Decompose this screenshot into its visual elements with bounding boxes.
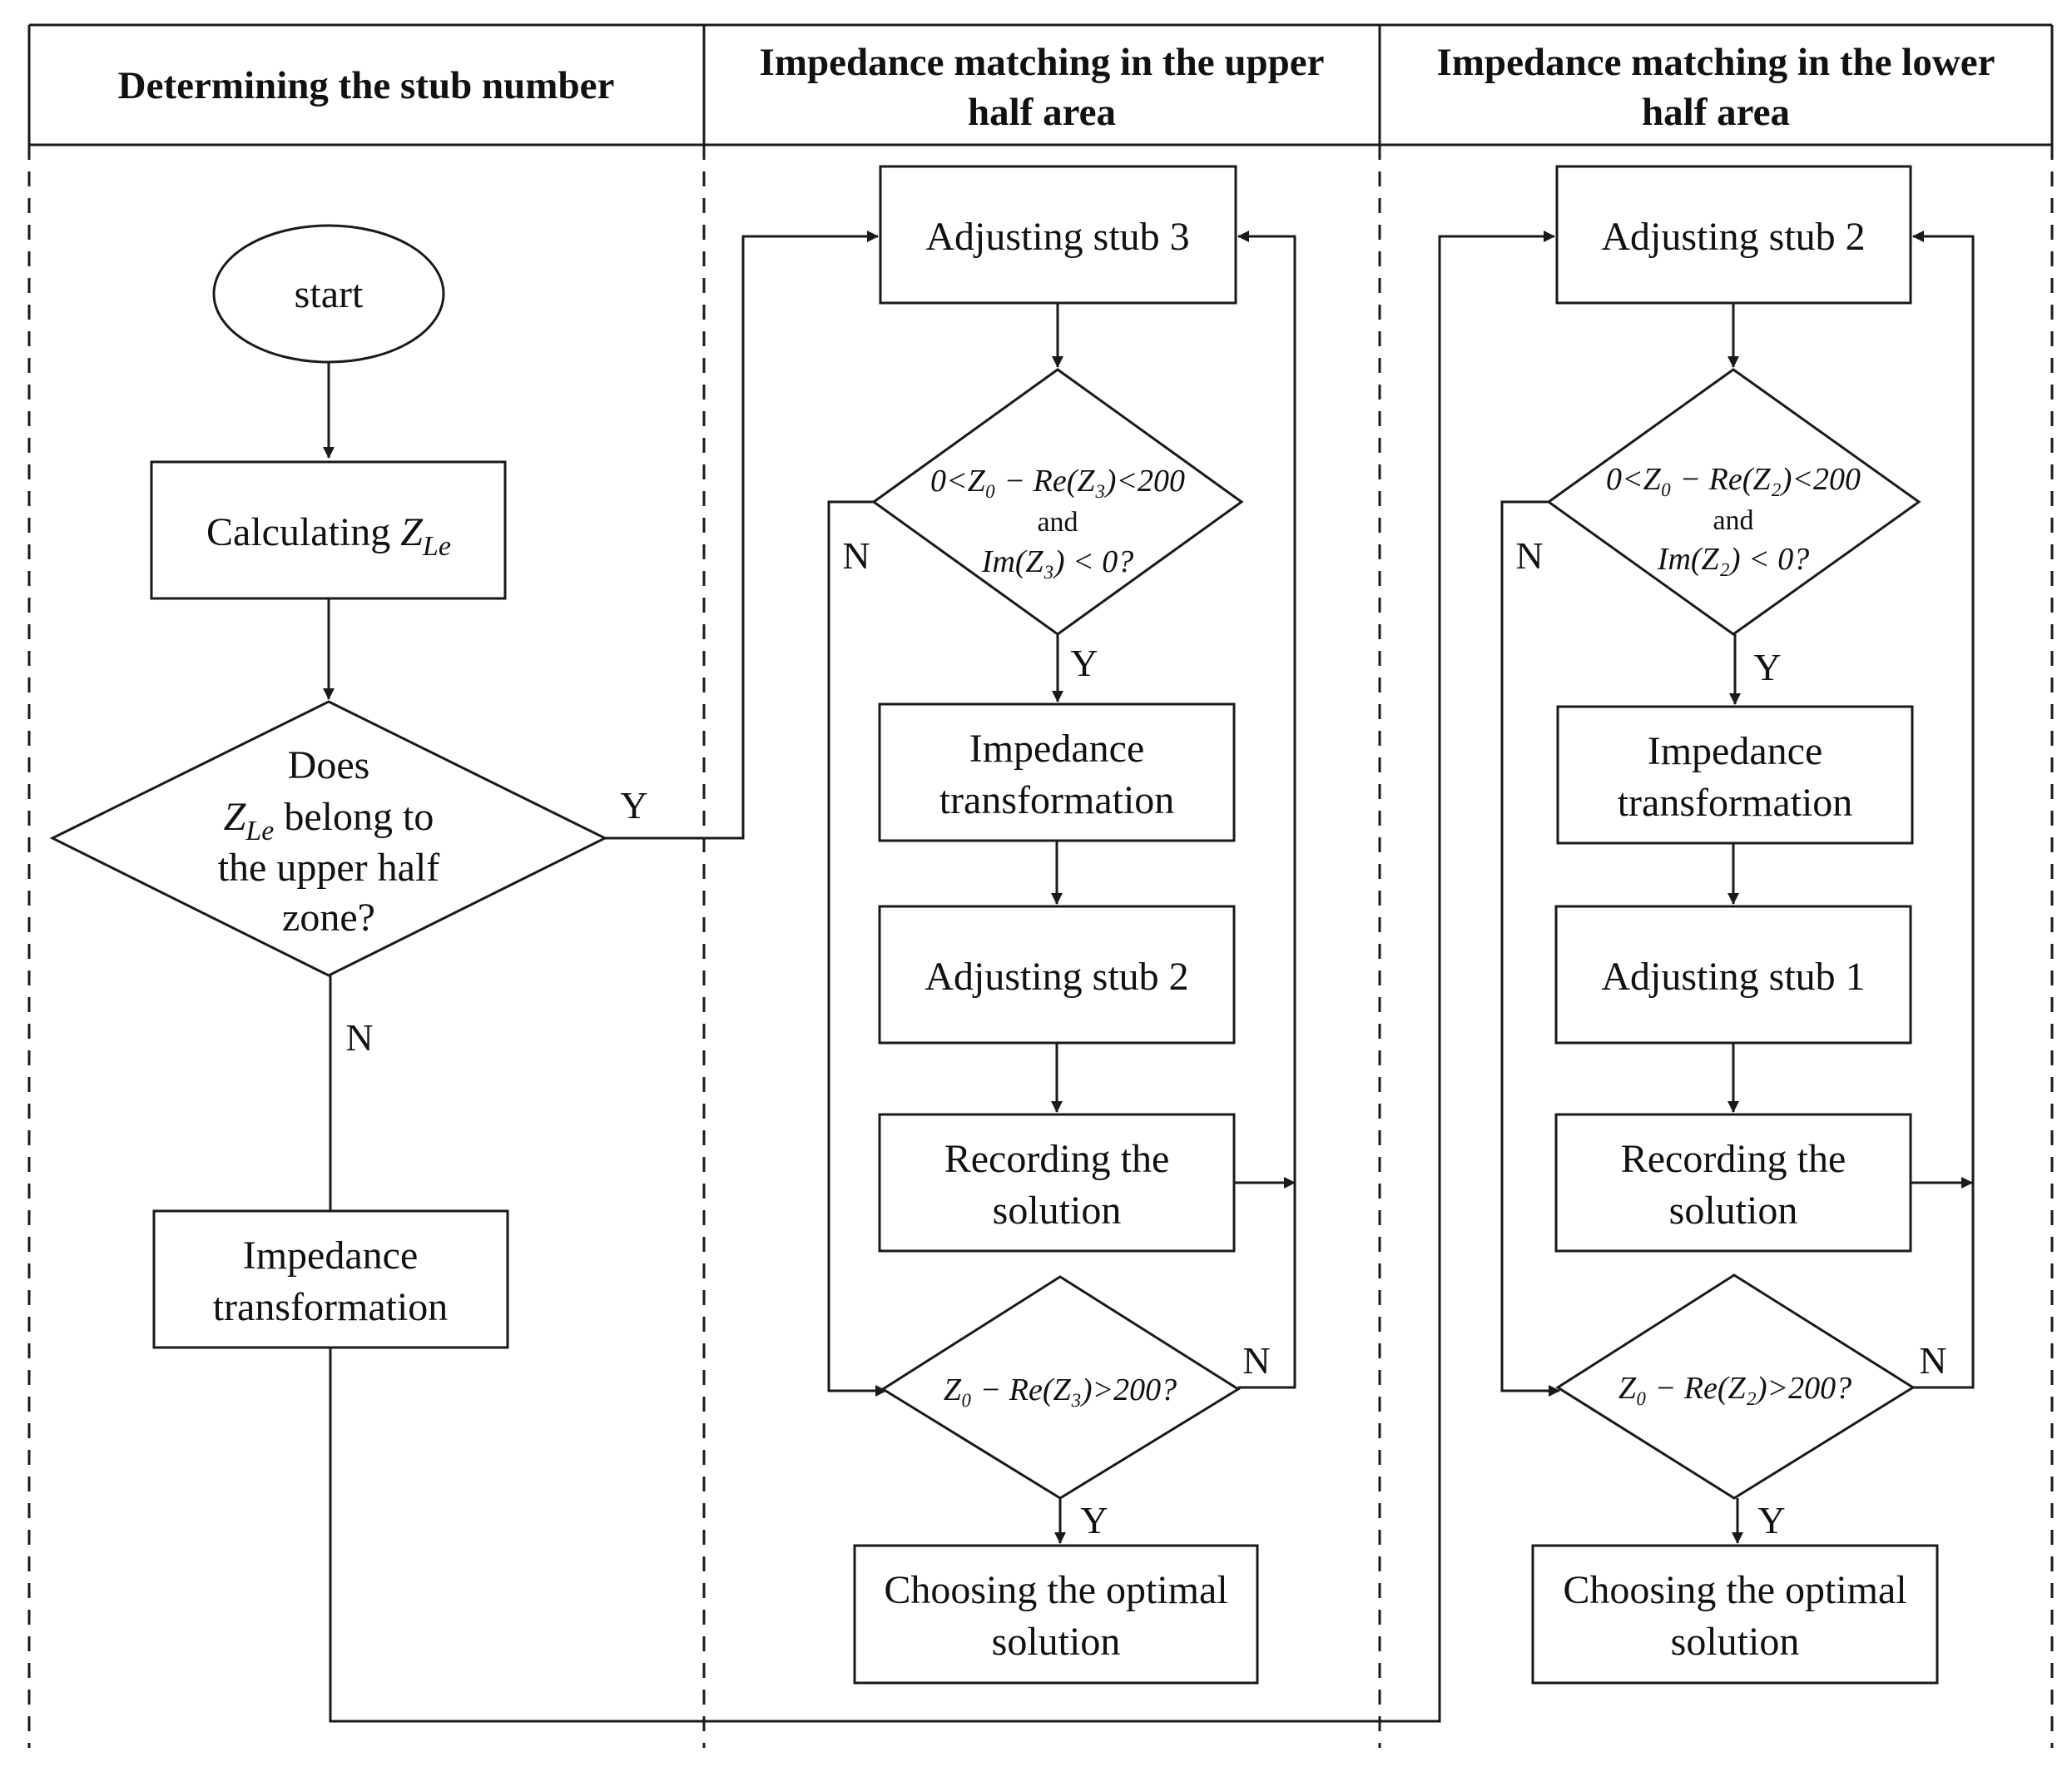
decision-line2: ZLe belong to — [224, 795, 434, 846]
upper-cond-no-label: N — [842, 534, 870, 577]
lower-condition-line3: Im(Z₂) < 0? — [1657, 542, 1809, 577]
header-band — [27, 23, 2054, 146]
upper-choose-line2: solution — [992, 1620, 1121, 1664]
lower-cond-yes-label: Y — [1753, 646, 1781, 688]
lower-adjust-stub-2-box — [1555, 165, 1912, 305]
lower-recording-box — [1554, 1113, 1912, 1253]
lower-check-label: Z₀ − Re(Z₂)>200? — [1618, 1371, 1851, 1406]
upper-arrow-check-no-loop — [1237, 231, 1296, 1389]
lower-adjust-stub-1-label: Adjusting stub 1 — [1601, 955, 1865, 999]
upper-recording-line1: Recording the — [944, 1137, 1170, 1181]
upper-condition-line2: and — [1037, 507, 1078, 538]
upper-transformation-line2: transformation — [939, 778, 1175, 822]
lower-transformation-box — [1556, 705, 1914, 845]
arrow-yes-to-upper — [605, 231, 879, 840]
header-lower-line1: Impedance matching in the lower — [1436, 41, 1995, 84]
lower-recording-line1: Recording the — [1621, 1137, 1846, 1181]
upper-condition-diamond — [871, 368, 1244, 636]
arrow-transform-to-lower — [329, 231, 1555, 1723]
start-label: start — [295, 272, 364, 316]
upper-choose-line1: Choosing the optimal — [884, 1568, 1227, 1612]
lower-choose-line2: solution — [1671, 1620, 1800, 1664]
header-lower-line2: half area — [1642, 91, 1790, 134]
left-transformation-box — [152, 1209, 509, 1349]
upper-check-yes-label: Y — [1080, 1499, 1108, 1541]
lower-transformation-line1: Impedance — [1648, 729, 1823, 773]
upper-check-no-label: N — [1242, 1339, 1270, 1382]
decision-yes-label: Y — [620, 784, 647, 826]
upper-condition-line1: 0<Z₀ − Re(Z₃)<200 — [930, 464, 1185, 499]
lower-condition-diamond — [1546, 368, 1921, 636]
left-transformation-line2: transformation — [213, 1285, 449, 1329]
lower-check-no-label: N — [1919, 1339, 1946, 1382]
upper-arrow-cond-no — [827, 500, 887, 1397]
header-upper-line1: Impedance matching in the upper — [760, 41, 1325, 84]
lower-condition-line2: and — [1713, 505, 1753, 536]
lower-condition-line1: 0<Z₀ − Re(Z₂)<200 — [1606, 462, 1861, 497]
upper-half-decision — [49, 700, 608, 977]
lower-adjust-stub-1-box — [1554, 905, 1912, 1045]
upper-adjust-stub-3-label: Adjusting stub 3 — [925, 215, 1189, 259]
upper-recording-box — [878, 1113, 1236, 1253]
header-determining-stub: Determining the stub number — [118, 64, 615, 107]
left-transformation-line1: Impedance — [243, 1233, 419, 1278]
upper-recording-line2: solution — [993, 1189, 1122, 1233]
lower-check-yes-label: Y — [1757, 1499, 1785, 1541]
upper-choose-box — [853, 1544, 1259, 1685]
calculating-zle-box — [150, 460, 507, 600]
header-upper-line2: half area — [968, 91, 1116, 134]
upper-adjust-stub-2-box — [878, 905, 1236, 1045]
decision-line3: the upper half — [218, 846, 440, 890]
lower-arrow-cond-no — [1500, 500, 1560, 1397]
lower-choose-box — [1531, 1544, 1939, 1685]
upper-adjust-stub-2-label: Adjusting stub 2 — [924, 955, 1188, 999]
upper-condition-line3: Im(Z₃) < 0? — [981, 544, 1133, 579]
lower-transformation-line2: transformation — [1618, 781, 1853, 825]
upper-cond-yes-label: Y — [1070, 642, 1098, 684]
lower-choose-line1: Choosing the optimal — [1563, 1568, 1906, 1612]
lower-cond-no-label: N — [1515, 534, 1543, 577]
upper-transformation-line1: Impedance — [969, 727, 1145, 771]
decision-no-label: N — [345, 1016, 373, 1059]
upper-transformation-box — [878, 702, 1236, 842]
lower-adjust-stub-2-label: Adjusting stub 2 — [1601, 215, 1865, 259]
lower-arrow-check-no-loop — [1912, 231, 1975, 1389]
lower-recording-line2: solution — [1669, 1189, 1798, 1233]
lane-dividers — [27, 145, 2054, 1748]
lower-check-diamond — [1555, 1273, 1916, 1500]
calculating-zle-label: Calculating ZLe — [206, 510, 451, 562]
decision-line4: zone? — [282, 896, 375, 940]
decision-line1: Does — [288, 743, 370, 787]
upper-check-label: Z₀ − Re(Z₃)>200? — [944, 1372, 1177, 1407]
